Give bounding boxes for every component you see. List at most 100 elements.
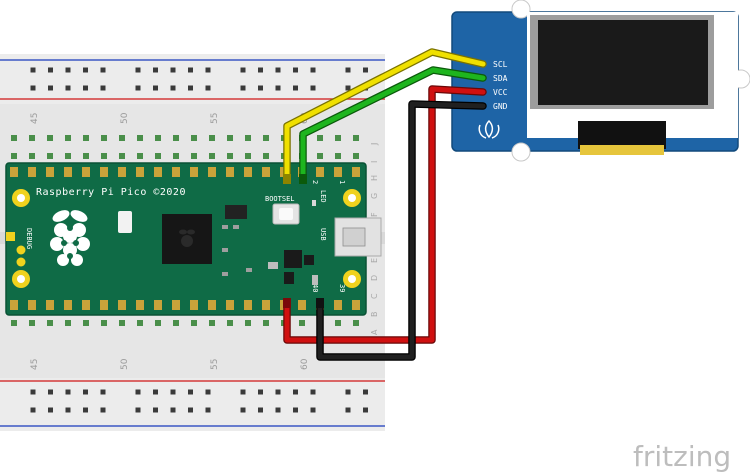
column-number-60-bottom: 60: [300, 358, 310, 370]
rail-hole: [205, 85, 211, 91]
pico-pin: [334, 300, 342, 310]
breadboard-hole: [227, 135, 233, 141]
row-letter-b: B: [370, 312, 379, 318]
raspberry-logo-icon: [50, 210, 90, 266]
pico-pin: [10, 300, 18, 310]
rail-hole: [258, 85, 263, 91]
pico-pin: [82, 300, 90, 310]
sda-wire[interactable]: [299, 66, 487, 184]
breadboard-hole: [83, 320, 89, 326]
breadboard-hole: [83, 135, 89, 141]
rail-hole: [30, 67, 36, 73]
breadboard-hole: [11, 320, 17, 326]
rail-hole: [240, 407, 246, 413]
scl-wire-end: [283, 174, 291, 184]
scl-wire[interactable]: [283, 48, 487, 184]
pin-label-40: 40: [311, 284, 319, 292]
pico-pin: [136, 167, 144, 177]
breadboard-hole: [245, 320, 251, 326]
column-number-55-bottom: 55: [210, 359, 220, 370]
gnd-wire[interactable]: [316, 100, 487, 361]
rail-hole: [30, 407, 36, 413]
rail-hole: [170, 85, 176, 91]
row-letter-d: D: [370, 275, 379, 281]
rail-hole: [153, 67, 158, 73]
rail-hole: [170, 407, 176, 413]
breadboard-hole: [29, 320, 35, 326]
breadboard-hole: [335, 135, 341, 141]
rp2040-chip: [162, 214, 212, 264]
column-number-45-top: 45: [30, 113, 40, 124]
raspberry-pi-pico[interactable]: Raspberry Pi Pico ©2020 DEBUG BOOTSEL LE…: [5, 162, 382, 316]
rail-hole: [188, 407, 193, 413]
rail-hole: [275, 407, 281, 413]
oled-pin-label-sda: SDA: [493, 74, 508, 83]
gnd-wire-end: [316, 298, 324, 308]
debug-pad: [16, 257, 26, 267]
bootsel-button-cap: [279, 208, 293, 220]
bootsel-button[interactable]: [272, 203, 300, 225]
rail-hole: [258, 389, 263, 395]
jumper-wires: [283, 48, 487, 361]
rail-hole: [170, 389, 176, 395]
breadboard-hole: [191, 153, 197, 159]
rail-hole: [153, 85, 158, 91]
oled-pin-label-gnd: GND: [493, 102, 508, 111]
pin-label-1: 1: [338, 180, 346, 184]
breadboard-hole: [155, 135, 161, 141]
breadboard-hole: [263, 135, 269, 141]
rail-hole: [65, 85, 71, 91]
oled-mount-hole: [511, 0, 531, 19]
breadboard-hole: [155, 320, 161, 326]
pico-pin: [46, 300, 54, 310]
rail-hole: [345, 85, 351, 91]
rail-hole: [48, 389, 53, 395]
rail-hole: [170, 67, 176, 73]
smd-component: [222, 225, 228, 229]
rail-hole: [293, 389, 298, 395]
rail-hole: [65, 389, 71, 395]
oled-pin-label-vcc: VCC: [493, 88, 508, 97]
rail-hole: [135, 389, 141, 395]
breadboard-hole: [137, 153, 143, 159]
led-label: LED: [319, 190, 327, 203]
breadboard-hole: [209, 135, 215, 141]
pico-pin: [208, 300, 216, 310]
pico-pin: [190, 167, 198, 177]
pico-pin: [118, 300, 126, 310]
breadboard-hole: [173, 135, 179, 141]
row-letter-g: G: [370, 193, 379, 199]
breadboard-hole: [155, 153, 161, 159]
column-number-45-bottom: 45: [30, 359, 40, 370]
pico-pin: [244, 167, 252, 177]
oled-display-module[interactable]: SCL SDA VCC GND: [451, 0, 750, 162]
rail-hole: [205, 389, 211, 395]
breadboard-hole: [245, 153, 251, 159]
oled-ribbon: [580, 145, 664, 155]
oled-pin-label-scl: SCL: [493, 60, 508, 69]
breadboard-hole: [47, 153, 53, 159]
breadboard-hole: [101, 320, 107, 326]
vcc-wire[interactable]: [283, 85, 487, 344]
rail-hole: [205, 67, 211, 73]
breadboard-hole: [119, 135, 125, 141]
rail-hole: [100, 67, 106, 73]
pico-pin: [172, 300, 180, 310]
smd-component: [246, 268, 252, 272]
pico-pin: [82, 167, 90, 177]
smd-component: [233, 225, 239, 229]
column-number-55-top: 55: [210, 113, 220, 124]
rail-hole: [345, 67, 351, 73]
row-letter-f: F: [370, 212, 379, 217]
ic-chip: [304, 255, 314, 265]
debug-pad: [16, 245, 26, 255]
pico-title: Raspberry Pi Pico ©2020: [36, 187, 186, 198]
rail-hole: [258, 407, 263, 413]
breadboard-hole: [263, 153, 269, 159]
rail-hole: [240, 85, 246, 91]
usb-connector[interactable]: [334, 217, 382, 257]
seeed-logo-icon: [478, 119, 500, 139]
breadboard-hole: [335, 320, 341, 326]
breadboard-hole: [299, 320, 305, 326]
